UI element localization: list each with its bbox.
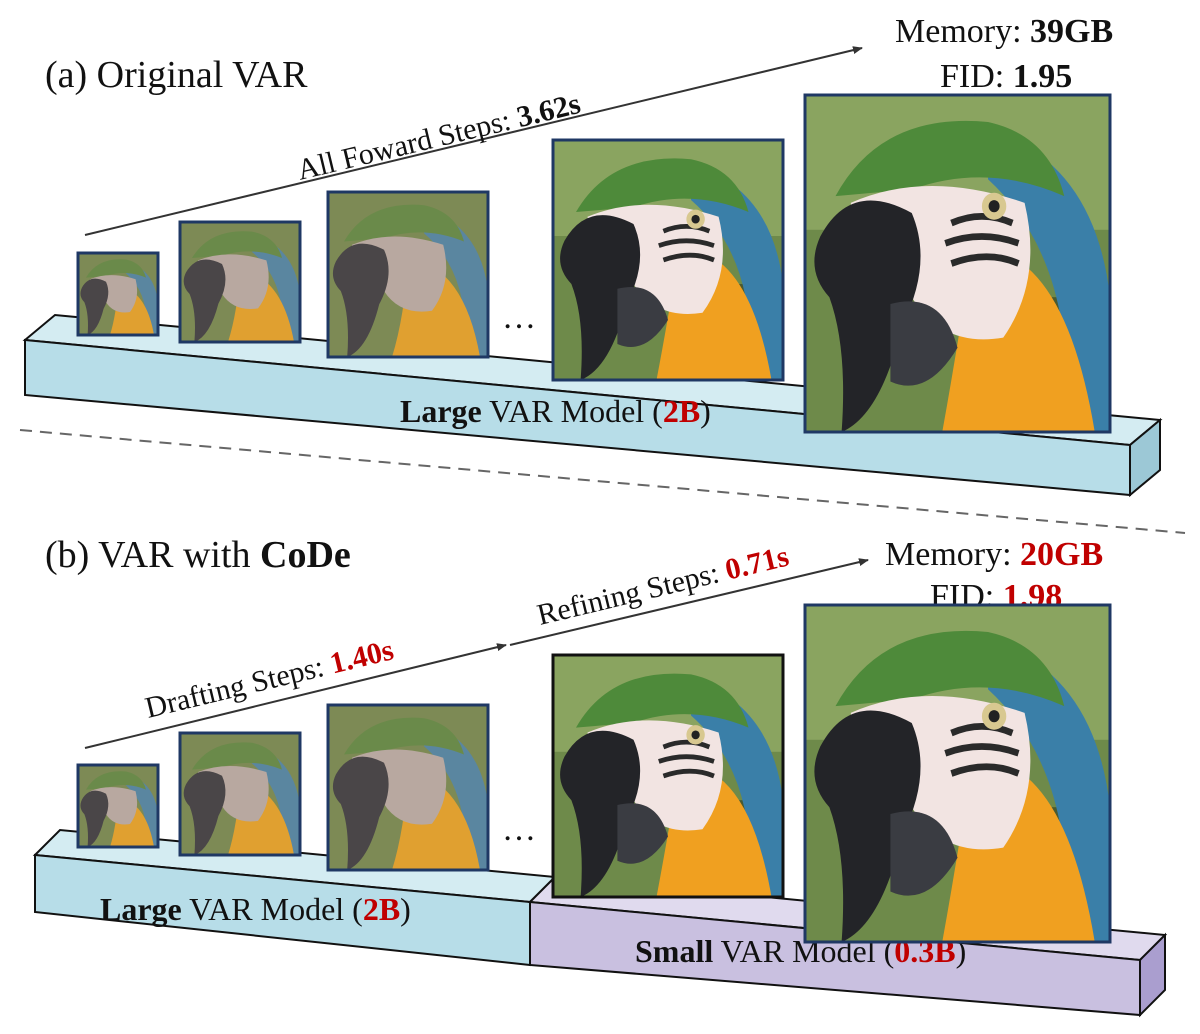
panel-b-image-4: [551, 653, 785, 899]
panel-b-image-5: [803, 603, 1112, 944]
panel-b-image-2: [178, 731, 302, 857]
panel-b-image-3: [326, 703, 490, 872]
panel-a-ellipsis: …: [502, 299, 536, 336]
panel-b-heading: (b) VAR with CoDe: [45, 534, 351, 576]
panel-a: (a) Original VAR All Foward Steps: 3.62s…: [22, 13, 1163, 498]
panel-divider: [19, 429, 1186, 534]
panel-a-heading: (a) Original VAR: [45, 54, 308, 96]
panel-a-platform-label: Large VAR Model (2B): [400, 393, 711, 429]
panel-b-ellipsis: …: [502, 811, 536, 848]
panel-b-large-label: Large VAR Model (2B): [100, 891, 411, 927]
panel-a-arrow-label: All Foward Steps: 3.62s: [294, 87, 584, 187]
panel-a-image-4: [551, 138, 785, 382]
panel-b-memory: Memory: 20GB: [885, 536, 1103, 573]
panel-b-refine-arrow: [509, 558, 869, 646]
panel-a-image-1: [76, 251, 160, 337]
panel-a-steps-value: 3.62s: [514, 87, 584, 134]
panel-a-fid: FID: 1.95: [940, 58, 1072, 95]
svg-text:Refining Steps: 0.71s: Refining Steps: 0.71s: [534, 540, 792, 632]
panel-a-image-2: [178, 220, 302, 344]
svg-text:All Foward Steps: 3.62s: All Foward Steps: 3.62s: [294, 87, 584, 187]
panel-b: (b) VAR with CoDe Drafting Steps: 1.40s …: [32, 534, 1168, 1018]
panel-a-image-3: [326, 190, 490, 359]
panel-a-arrow: [84, 46, 863, 236]
panel-a-memory: Memory: 39GB: [895, 13, 1113, 50]
panel-a-steps-label: All Foward Steps:: [294, 102, 521, 187]
panel-b-refine-label: Refining Steps: 0.71s: [534, 540, 792, 632]
panel-b-draft-arrow: [84, 643, 507, 749]
panel-a-image-5: [803, 93, 1112, 434]
panel-b-image-1: [76, 763, 160, 849]
